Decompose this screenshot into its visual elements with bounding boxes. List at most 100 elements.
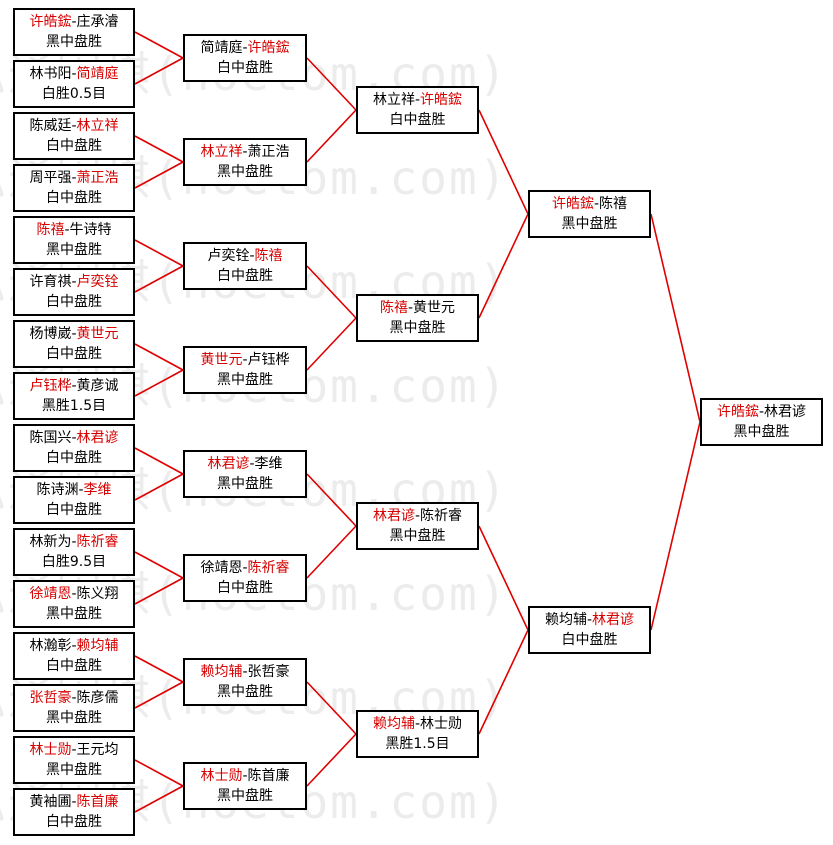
vs-dash: -	[71, 14, 77, 30]
player-black: 林士勋	[200, 768, 243, 784]
match-box: 林新为-陈祈睿白胜9.5目	[13, 528, 135, 576]
match-result: 黑中盘胜	[46, 762, 102, 778]
match-box: 卢钰桦-黄彦诚黑胜1.5目	[13, 372, 135, 420]
bracket-connector	[306, 681, 357, 735]
match-result: 黑胜1.5目	[385, 736, 450, 752]
match-result: 黑中盘胜	[389, 528, 446, 544]
vs-dash: -	[593, 196, 600, 212]
player-black: 陈国兴	[29, 430, 72, 446]
bracket-connector	[478, 109, 529, 215]
match-players: 周平强-萧正浩	[15, 168, 133, 188]
match-players: 林书阳-简靖庭	[15, 64, 133, 84]
match-result: 黑中盘胜	[217, 164, 273, 180]
vs-dash: -	[71, 794, 77, 810]
match-players: 林立祥-萧正浩	[185, 142, 305, 162]
vs-dash: -	[242, 352, 248, 368]
vs-dash: -	[71, 326, 77, 342]
player-white: 陈禧	[254, 248, 283, 264]
match-result: 黑中盘胜	[217, 476, 273, 492]
match-players: 陈威廷-林立祥	[15, 116, 133, 136]
match-players: 陈诗渊-李维	[15, 480, 133, 500]
vs-dash: -	[71, 378, 77, 394]
bracket-connector	[134, 681, 184, 709]
vs-dash: -	[71, 118, 77, 134]
match-box: 陈禧-黄世元黑中盘胜	[356, 294, 479, 342]
vs-dash: -	[249, 248, 255, 264]
player-black: 陈诗渊	[36, 482, 79, 498]
bracket-connector	[134, 239, 184, 267]
match-result: 黑中盘胜	[733, 424, 790, 440]
player-white: 卢钰桦	[247, 352, 290, 368]
match-result: 黑中盘胜	[46, 34, 102, 50]
bracket-connector	[134, 447, 184, 475]
player-black: 林书阳	[29, 66, 72, 82]
player-black: 杨博崴	[29, 326, 72, 342]
match-result: 黑中盘胜	[46, 242, 102, 258]
vs-dash: -	[71, 66, 77, 82]
vs-dash: -	[407, 300, 414, 316]
match-box: 黄袖圃-陈首廉白中盘胜	[13, 788, 135, 836]
match-result: 白中盘胜	[389, 112, 446, 128]
match-box: 林君谚-李维黑中盘胜	[183, 450, 307, 498]
match-result: 白中盘胜	[217, 60, 273, 76]
bracket-connector	[134, 265, 184, 293]
match-box: 许皓鋐-陈禧黑中盘胜	[528, 190, 651, 238]
player-white: 陈彦儒	[76, 690, 119, 706]
bracket-connector	[650, 421, 701, 631]
match-result: 黑中盘胜	[217, 372, 273, 388]
bracket-connector	[134, 785, 184, 813]
match-box: 张哲豪-陈彦儒黑中盘胜	[13, 684, 135, 732]
vs-dash: -	[78, 482, 84, 498]
match-result: 黑中盘胜	[389, 320, 446, 336]
player-black: 林立祥	[200, 144, 243, 160]
player-white: 黄世元	[413, 300, 456, 316]
vs-dash: -	[249, 456, 255, 472]
player-white: 萧正浩	[76, 170, 119, 186]
player-white: 林君谚	[592, 612, 635, 628]
player-white: 陈祈睿	[420, 508, 463, 524]
bracket-connector	[134, 343, 184, 371]
match-players: 许皓鋐-林君谚	[702, 402, 821, 422]
match-result: 白中盘胜	[46, 294, 102, 310]
bracket-connector	[134, 57, 184, 85]
match-box: 林士勋-陈首廉黑中盘胜	[183, 762, 307, 810]
match-players: 赖均辅-张哲豪	[185, 662, 305, 682]
bracket-connector	[306, 473, 357, 527]
match-box: 陈禧-牛诗特黑中盘胜	[13, 216, 135, 264]
player-black: 许育祺	[29, 274, 72, 290]
match-result: 黑胜1.5目	[41, 398, 107, 414]
match-result: 白中盘胜	[46, 346, 102, 362]
match-players: 杨博崴-黄世元	[15, 324, 133, 344]
player-black: 林士勋	[29, 742, 72, 758]
match-players: 许皓鋐-庄承濬	[15, 12, 133, 32]
match-result: 白中盘胜	[46, 190, 102, 206]
match-result: 白胜9.5目	[41, 554, 107, 570]
match-box: 简靖庭-许皓鋐白中盘胜	[183, 34, 307, 82]
bracket-connector	[134, 31, 184, 59]
vs-dash: -	[64, 222, 70, 238]
player-black: 陈禧	[379, 300, 408, 316]
player-black: 周平强	[29, 170, 72, 186]
player-white: 简靖庭	[76, 66, 119, 82]
player-black: 林君谚	[207, 456, 250, 472]
match-players: 张哲豪-陈彦儒	[15, 688, 133, 708]
player-black: 赖均辅	[372, 716, 415, 732]
vs-dash: -	[71, 586, 77, 602]
match-box: 林立祥-许皓鋐白中盘胜	[356, 86, 479, 134]
match-box: 许皓鋐-庄承濬黑中盘胜	[13, 8, 135, 56]
bracket-connector	[306, 317, 357, 371]
match-box: 林立祥-萧正浩黑中盘胜	[183, 138, 307, 186]
player-black: 许皓鋐	[716, 404, 759, 420]
match-box: 林瀚彰-赖均辅白中盘胜	[13, 632, 135, 680]
match-players: 林瀚彰-赖均辅	[15, 636, 133, 656]
match-box: 陈威廷-林立祥白中盘胜	[13, 112, 135, 160]
bracket-connector	[478, 525, 529, 631]
player-black: 许皓鋐	[29, 14, 72, 30]
bracket-connector	[134, 655, 184, 683]
match-players: 黄袖圃-陈首廉	[15, 792, 133, 812]
bracket-connector	[134, 161, 184, 189]
player-white: 陈祈睿	[76, 534, 119, 550]
vs-dash: -	[758, 404, 765, 420]
vs-dash: -	[414, 508, 421, 524]
match-players: 陈国兴-林君谚	[15, 428, 133, 448]
